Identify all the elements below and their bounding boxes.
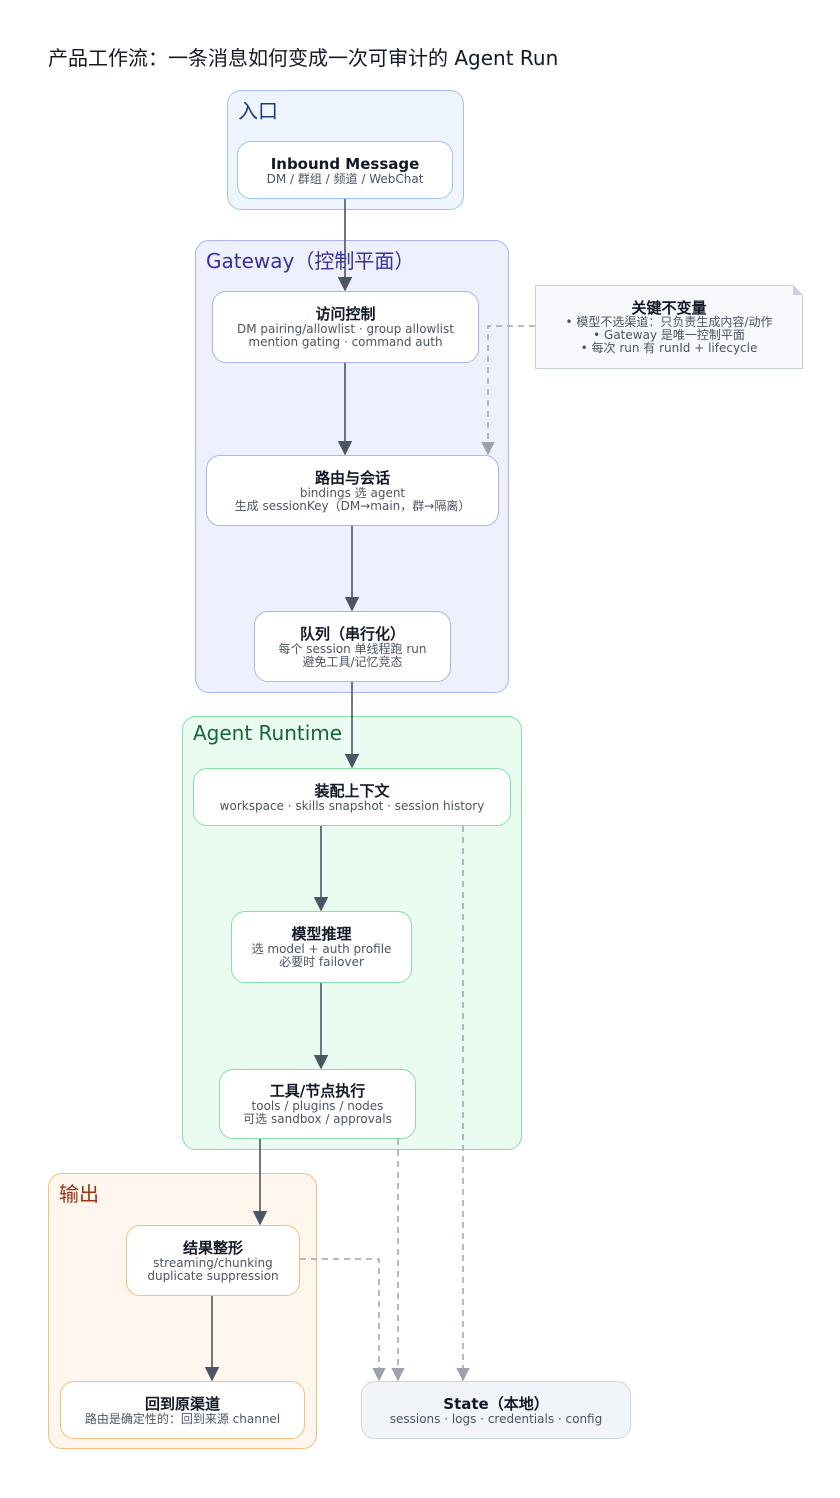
node-tool-execution-title: 工具/节点执行 (269, 1082, 366, 1100)
node-assemble-context: 装配上下文 workspace · skills snapshot · sess… (193, 768, 511, 826)
edge-shaping-state (300, 1258, 386, 1382)
group-agent-runtime-label: Agent Runtime (193, 721, 343, 745)
group-gateway-label: Gateway（控制平面） (206, 249, 415, 273)
node-routing-session-line: 生成 sessionKey（DM→main，群→隔离） (234, 498, 471, 513)
node-model-inference: 模型推理 选 model + auth profile 必要时 failover (231, 911, 412, 983)
diagram-title: 产品工作流：一条消息如何变成一次可审计的 Agent Run (48, 46, 559, 70)
node-queue-line: 每个 session 单线程跑 run (278, 641, 427, 656)
node-model-inference-line: 选 model + auth profile (251, 942, 392, 956)
node-result-shaping-title: 结果整形 (182, 1238, 243, 1257)
note-line: • 每次 run 有 runId + lifecycle (580, 341, 758, 355)
node-tool-execution-line: tools / plugins / nodes (251, 1099, 384, 1113)
node-result-shaping-line: streaming/chunking (153, 1255, 273, 1270)
note-title: 关键不变量 (631, 299, 707, 317)
note-line: • Gateway 是唯一控制平面 (593, 328, 745, 342)
node-queue-title: 队列（串行化） (299, 624, 405, 643)
node-inbound-message-title: Inbound Message (270, 154, 420, 173)
node-inbound-message: Inbound Message DM / 群组 / 频道 / WebChat (237, 141, 453, 199)
node-routing-session-title: 路由与会话 (314, 468, 390, 487)
group-entry-label: 入口 (238, 99, 278, 123)
node-access-control-title: 访问控制 (315, 305, 376, 323)
node-access-control-line: DM pairing/allowlist · group allowlist (237, 322, 454, 336)
node-inbound-message-line: DM / 群组 / 频道 / WebChat (266, 171, 424, 186)
node-state-local: State（本地） sessions · logs · credentials … (361, 1381, 631, 1439)
node-model-inference-title: 模型推理 (291, 925, 352, 943)
group-output-label: 输出 (59, 1182, 99, 1206)
node-reply-channel-title: 回到原渠道 (144, 1394, 220, 1413)
node-state-local-line: sessions · logs · credentials · config (389, 1411, 603, 1426)
node-queue: 队列（串行化） 每个 session 单线程跑 run 避免工具/记忆竞态 (254, 611, 451, 682)
note-line: • 模型不选渠道：只负责生成内容/动作 (565, 315, 773, 329)
node-routing-session: 路由与会话 bindings 选 agent 生成 sessionKey（DM→… (206, 455, 499, 526)
node-result-shaping: 结果整形 streaming/chunking duplicate suppre… (126, 1225, 300, 1296)
node-reply-channel: 回到原渠道 路由是确定性的：回到来源 channel (60, 1381, 305, 1439)
node-tool-execution-line: 可选 sandbox / approvals (243, 1112, 392, 1126)
node-routing-session-line: bindings 选 agent (299, 485, 406, 500)
node-assemble-context-title: 装配上下文 (314, 781, 390, 800)
note-fold-corner (793, 285, 803, 295)
node-queue-line: 避免工具/记忆竞态 (302, 654, 403, 669)
node-state-local-title: State（本地） (443, 1394, 549, 1413)
node-tool-execution: 工具/节点执行 tools / plugins / nodes 可选 sandb… (219, 1069, 416, 1139)
node-access-control: 访问控制 DM pairing/allowlist · group allowl… (212, 291, 479, 363)
node-assemble-context-line: workspace · skills snapshot · session hi… (219, 798, 485, 813)
note-key-invariants: 关键不变量 • 模型不选渠道：只负责生成内容/动作 • Gateway 是唯一控… (535, 285, 803, 369)
edge-note-routing (481, 325, 535, 456)
node-result-shaping-line: duplicate suppression (147, 1268, 279, 1283)
node-access-control-line: mention gating · command auth (248, 335, 443, 349)
node-reply-channel-line: 路由是确定性的：回到来源 channel (84, 1411, 281, 1426)
node-model-inference-line: 必要时 failover (279, 955, 364, 969)
